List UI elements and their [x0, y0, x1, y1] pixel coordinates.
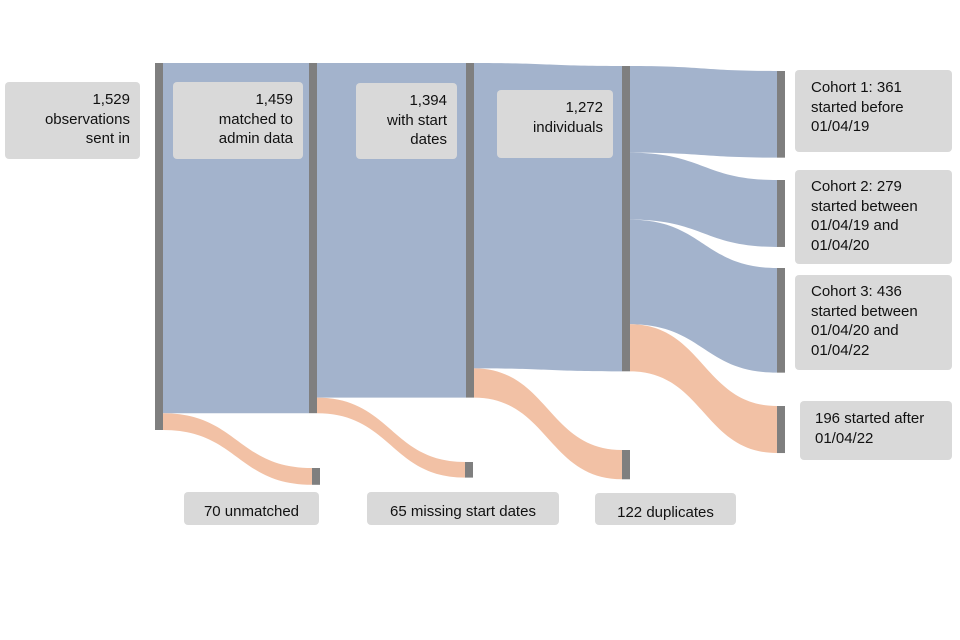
flow-individuals-to-after: [630, 324, 777, 454]
flow-matched-to-missing: [317, 397, 465, 478]
flow-individuals-to-cohort1: [630, 66, 777, 158]
node-missing: [465, 462, 473, 478]
flow-individuals-to-cohort3: [630, 219, 777, 373]
node-sent: [155, 63, 163, 430]
node-start: [466, 63, 474, 398]
node-cohort2: [777, 180, 785, 247]
node-cohort1: [777, 71, 785, 158]
node-individuals: [622, 66, 630, 372]
flow-individuals-to-cohort2: [630, 152, 777, 247]
flow-sent-to-unmatched: [163, 413, 312, 485]
label-duplicates: 122 duplicates: [595, 493, 736, 525]
flow-start-to-duplicates: [474, 368, 622, 480]
node-duplicates: [622, 450, 630, 480]
node-after: [777, 406, 785, 454]
node-cohort3: [777, 268, 785, 373]
node-matched: [309, 63, 317, 414]
node-unmatched: [312, 468, 320, 485]
label-missing: 65 missing start dates: [367, 492, 559, 525]
label-unmatched: 70 unmatched: [184, 492, 319, 525]
